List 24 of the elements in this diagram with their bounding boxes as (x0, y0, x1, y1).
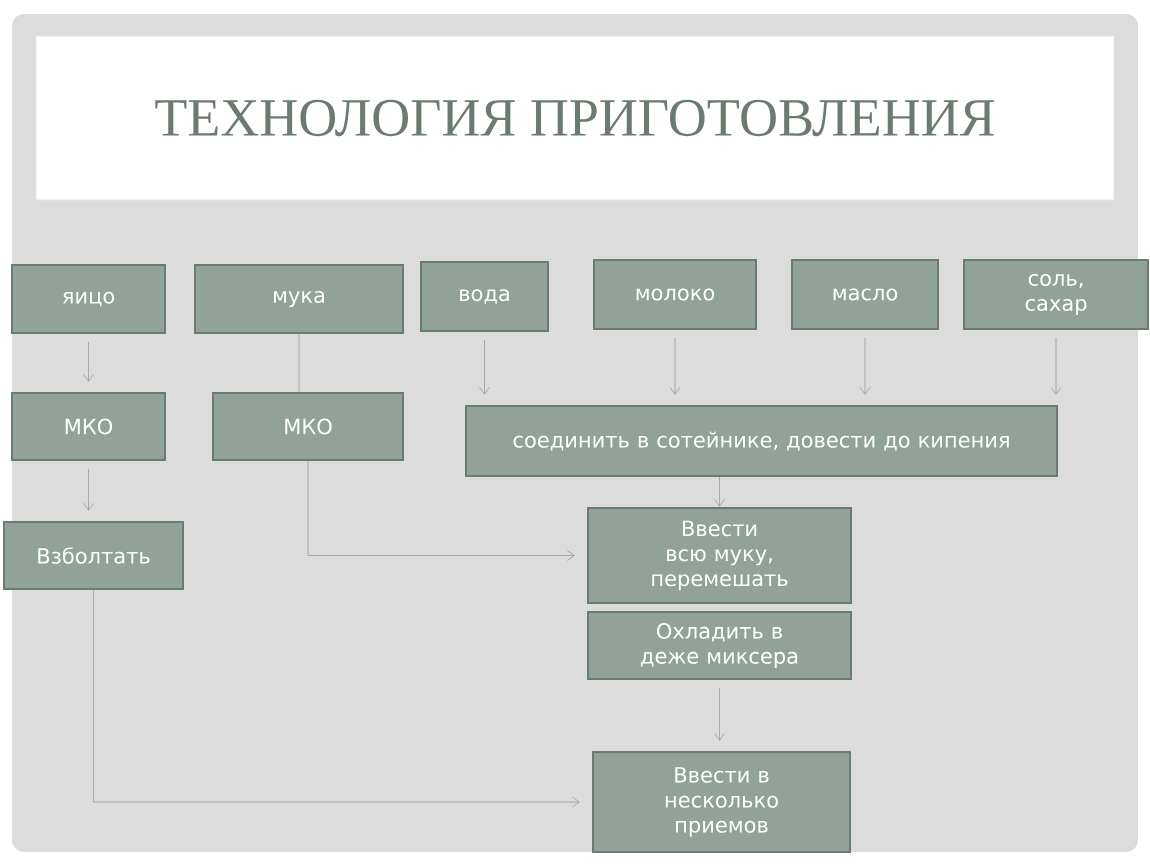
arrow (1050, 337, 1062, 395)
process-box: соединить в сотейнике, довести до кипения (465, 405, 1058, 477)
process-box: Взболтать (3, 521, 184, 590)
process-box: мука (194, 264, 404, 334)
arrow (714, 687, 725, 741)
process-box: МКО (212, 392, 404, 461)
process-box: молоко (593, 259, 757, 330)
arrow (93, 589, 580, 808)
arrow (307, 460, 575, 561)
arrow (859, 337, 871, 395)
process-box: масло (791, 259, 939, 330)
arrow (83, 341, 94, 382)
arrow (714, 476, 725, 507)
process-box: соль, сахар (963, 259, 1149, 330)
process-box: вода (420, 261, 549, 332)
arrow (479, 339, 490, 395)
arrow (83, 468, 94, 511)
process-box: Ввести всю муку, перемешать (587, 507, 852, 604)
arrow (669, 337, 681, 395)
process-box: Охладить в деже миксера (587, 611, 852, 680)
title-banner: ТЕХНОЛОГИЯ ПРИГОТОВЛЕНИЯ (35, 35, 1115, 201)
process-box: МКО (11, 392, 166, 461)
process-box: Ввести в несколько приемов (592, 751, 851, 853)
process-box: яицо (11, 264, 166, 334)
